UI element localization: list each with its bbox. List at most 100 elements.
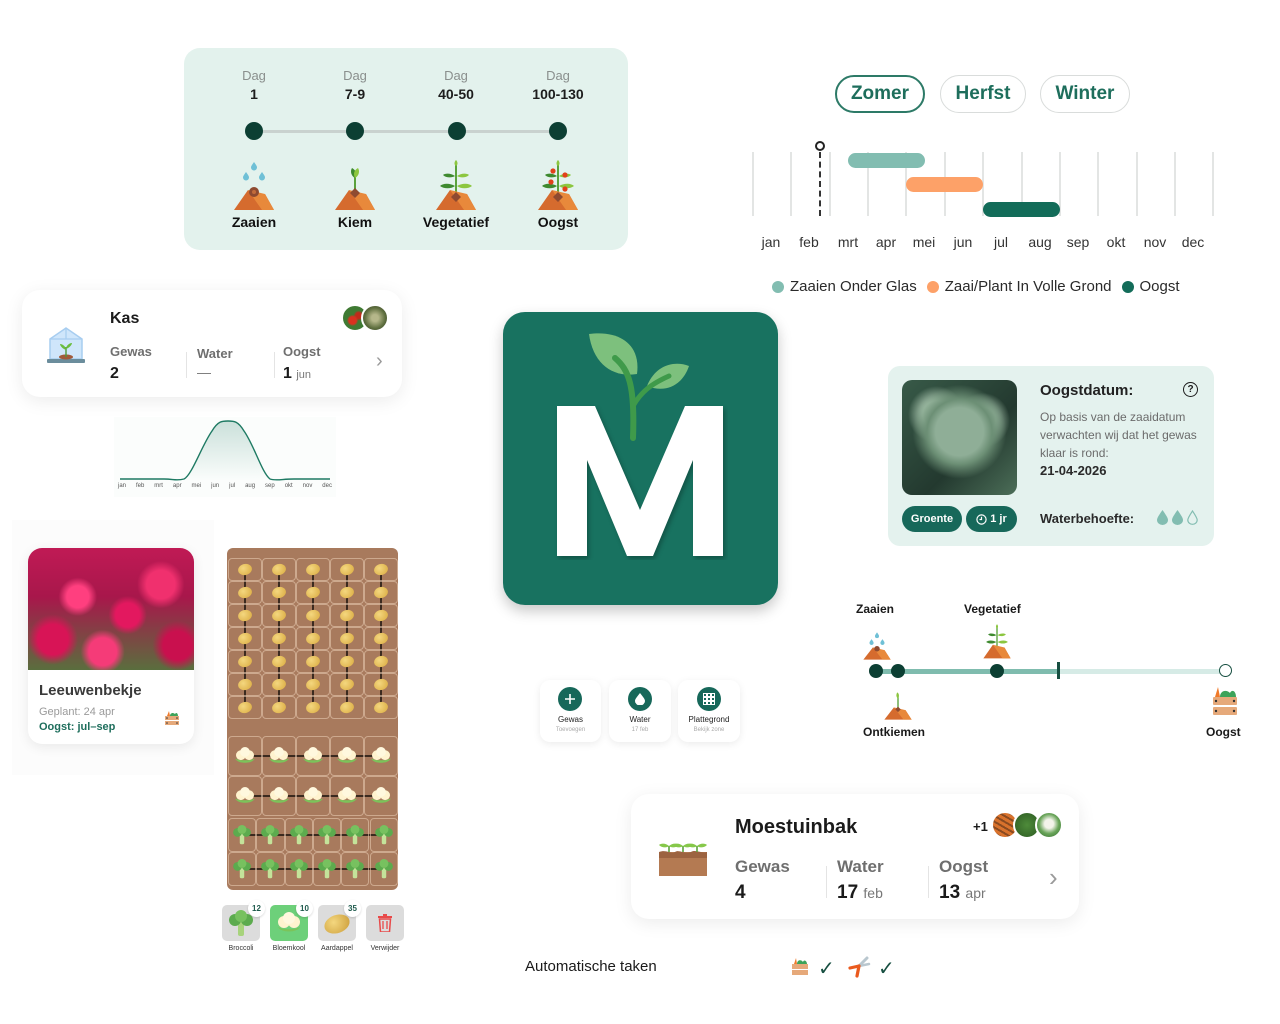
day-range: 40-50 [438,86,474,102]
grid-cell [364,736,398,776]
broccoli-icon [289,859,309,879]
month-label: okt [284,483,293,489]
crop-tile-bloemkool[interactable]: 10 [270,900,313,941]
cauliflower-icon [234,787,256,805]
legend-label: Oogst [1139,278,1180,295]
stage-dot-zaaien[interactable] [869,664,883,678]
quick-action-water[interactable]: Water 17 feb [609,680,671,742]
check-icon: ✓ [818,958,835,980]
grid-cell [296,604,330,627]
crop-tile-aardappel[interactable]: 35 [318,900,361,941]
grid-cell [262,736,296,776]
legend-swatch [1121,280,1134,293]
gridline [829,152,831,216]
grid-cell [228,818,257,852]
tab-herfst[interactable]: Herfst [940,75,1026,113]
broccoli-icon [260,825,280,845]
stat-label: Water [837,857,884,876]
cauliflower-icon [268,747,290,765]
stat-value: 17 feb [837,882,883,903]
logo-letter-m [557,406,723,556]
cauliflower-icon [268,787,290,805]
month-label: apr [172,483,182,489]
month-label: feb [799,234,819,250]
zone-card-kas[interactable]: Kas Gewas 2 Water — Oogst 1 jun › [22,290,402,397]
stage-label: Zaaien [231,214,277,230]
stage-dot[interactable] [245,122,263,140]
divider [186,352,187,378]
grid-cell [341,852,370,886]
stat-label: Gewas [735,857,790,876]
month-label: jul [229,483,236,489]
quick-action-title: Gewas [558,715,583,724]
help-icon[interactable]: ? [1183,382,1198,397]
month-label: jun [211,483,220,489]
tab-zomer[interactable]: Zomer [835,75,925,113]
bar-zaaien-onder-glas[interactable] [848,153,925,168]
zone-card-moestuinbak[interactable]: Moestuinbak +1 Gewas 4 Water 17 feb Oogs… [631,794,1079,919]
seed-watering-icon [234,162,274,210]
planted-date: Geplant: 24 apr [39,706,115,718]
growth-stages-card: Dag 1 Zaaien Dag 7-9 Kiem Dag 40-50 [184,48,628,250]
grid-cell [364,604,398,627]
water-drop-icon [628,687,652,711]
gridline [752,152,754,216]
quick-action-plattegrond[interactable]: Plattegrond Bekijk zone [678,680,740,742]
grid-cell [364,581,398,604]
leaf-sprout-icon [589,333,689,441]
plant-photo [28,548,194,670]
raised-bed-icon [659,843,707,876]
month-label: jun [953,234,973,250]
grid-cell [364,650,398,673]
tab-winter[interactable]: Winter [1040,75,1130,113]
stage-dot[interactable] [346,122,364,140]
grid-cell [262,650,296,673]
bar-oogst[interactable] [983,202,1060,217]
cauliflower-icon [370,787,392,805]
grid-cell [364,696,398,719]
grid-cell [256,818,285,852]
duration-tag[interactable]: 1 jr [966,506,1017,532]
crop-tile-verwijder[interactable] [366,905,404,941]
stage-dot[interactable] [549,122,567,140]
chevron-right-icon[interactable]: › [376,350,383,372]
today-marker-pin [815,141,825,151]
cauliflower-icon [370,747,392,765]
legend-item: Zaai/Plant In Volle Grond [926,278,1112,295]
crop-count-badge: 12 [248,900,265,917]
grid-cell [228,581,262,604]
grid-cell [330,736,364,776]
day-range: 100-130 [532,86,584,102]
chevron-right-icon[interactable]: › [1049,862,1058,892]
stage-dot[interactable] [448,122,466,140]
plant-card[interactable]: Leeuwenbekje Geplant: 24 apr Oogst: jul–… [28,548,194,744]
cauliflower-icon [234,747,256,765]
grid-cell [330,558,364,581]
grid-cell [262,776,296,816]
grid-cell [296,696,330,719]
stage-dot-ontkiemen[interactable] [891,664,905,678]
stage-dot-vegetatief[interactable] [990,664,1004,678]
quick-action-gewas[interactable]: Gewas Toevoegen [540,680,601,742]
stage-dot-oogst[interactable] [1219,664,1232,677]
trash-icon [378,914,392,932]
grid-cell [330,673,364,696]
month-label: mei [191,483,202,489]
month-label: okt [1106,234,1126,250]
month-label: feb [135,483,145,489]
category-tag[interactable]: Groente [902,506,962,532]
day-prefix: Dag [444,68,468,83]
grid-cell [228,696,262,719]
harvest-crate-icon [792,958,808,975]
garden-bed-grid[interactable] [227,548,398,890]
water-drop-filled-icon [1172,510,1183,525]
month-label: mei [912,234,936,250]
broccoli-icon [374,825,394,845]
leafy-plant-icon [983,624,1011,659]
month-label: aug [245,483,256,489]
crop-tile-broccoli[interactable]: 12 [222,900,265,941]
bar-zaai-volle-grond[interactable] [906,177,983,192]
plus-icon [558,687,582,711]
stat-value: 2 [110,365,119,382]
leafy-plant-icon [436,160,476,210]
